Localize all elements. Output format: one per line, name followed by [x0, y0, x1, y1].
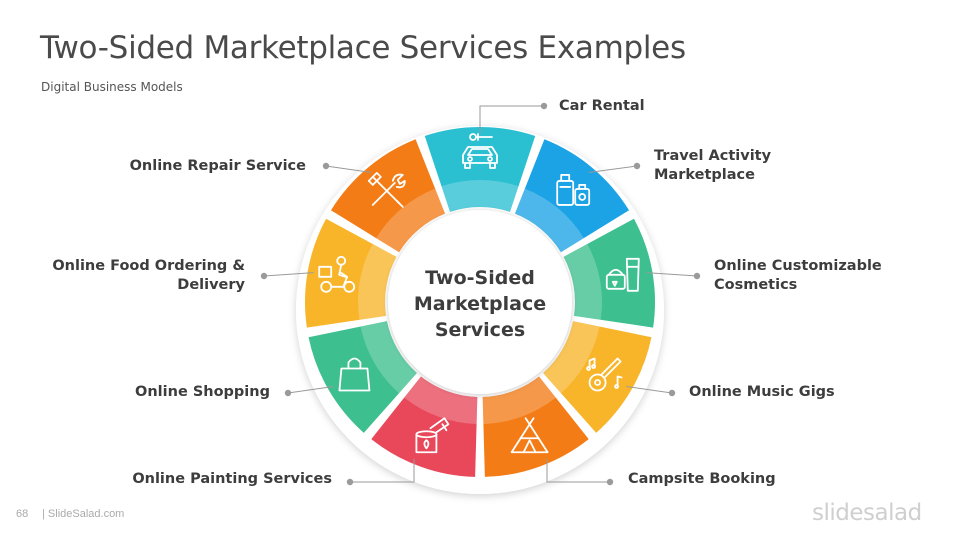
connector-cosmetics — [646, 272, 701, 280]
connector-shopping — [284, 386, 334, 397]
center-label-line: Services — [435, 319, 525, 341]
label-food-ordering: Online Food Ordering & Delivery — [52, 257, 245, 295]
label-line: Delivery — [177, 277, 245, 293]
guitar-icon — [586, 357, 623, 392]
center-label-line: Marketplace — [414, 293, 546, 315]
label-repair: Online Repair Service — [130, 157, 306, 176]
label-painting: Online Painting Services — [132, 470, 332, 489]
label-line: Marketplace — [654, 167, 755, 183]
label-line: Online Painting Services — [132, 471, 332, 487]
label-campsite: Campsite Booking — [628, 470, 776, 489]
label-line: Online Customizable — [714, 258, 882, 274]
connector-car-rental — [479, 102, 548, 133]
label-line: Online Shopping — [135, 384, 270, 400]
connector-campsite — [546, 458, 614, 486]
label-line: Travel Activity — [654, 148, 772, 164]
segment-cosmetics — [563, 218, 656, 328]
connector-travel-activity — [588, 162, 641, 174]
segment-music-gigs — [543, 321, 652, 433]
slidesalad-logo: slidesalad — [812, 500, 922, 526]
label-line: Online Music Gigs — [689, 384, 835, 400]
label-line: Campsite Booking — [628, 471, 776, 487]
segment-repair — [330, 139, 446, 253]
tent-icon — [510, 417, 549, 454]
connector-food-ordering — [260, 272, 314, 280]
label-line: Cosmetics — [714, 277, 798, 293]
label-music-gigs: Online Music Gigs — [689, 383, 835, 402]
car-icon — [462, 133, 498, 169]
segment-car-rental — [424, 127, 536, 212]
footer-brand: | SlideSalad.com — [42, 508, 125, 520]
connector-music-gigs — [626, 386, 676, 397]
tools-icon — [367, 172, 406, 208]
connector-repair — [322, 162, 372, 174]
segment-shopping — [308, 321, 417, 433]
label-line: Online Food Ordering & — [52, 258, 245, 274]
luggage-icon — [556, 174, 591, 206]
label-shopping: Online Shopping — [135, 383, 270, 402]
segment-food-ordering — [305, 218, 397, 328]
segment-painting — [371, 376, 478, 477]
delivery-scooter-icon — [318, 255, 356, 293]
label-line: Car Rental — [559, 98, 645, 114]
label-line: Online Repair Service — [129, 158, 306, 174]
center-label-line: Two-Sided — [425, 267, 535, 289]
connector-painting — [346, 458, 415, 486]
cosmetics-icon — [605, 257, 640, 292]
segment-travel-activity — [514, 139, 630, 253]
segment-campsite — [482, 376, 589, 477]
center-circle — [388, 210, 572, 394]
shopping-bag-icon — [338, 357, 371, 392]
page-subtitle: Digital Business Models — [41, 80, 183, 94]
paint-bucket-icon — [415, 417, 450, 454]
page-number: 68 — [16, 508, 29, 520]
page-title: Two-Sided Marketplace Services Examples — [40, 30, 686, 66]
label-car-rental: Car Rental — [559, 97, 645, 116]
